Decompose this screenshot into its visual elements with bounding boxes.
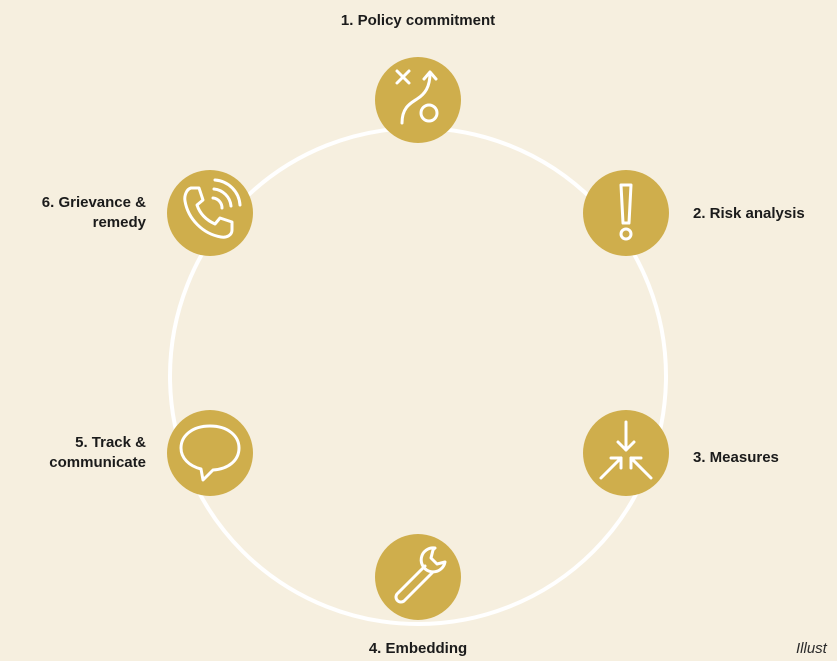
step-1-label: 1. Policy commitment	[340, 12, 496, 29]
converge-arrows-icon	[599, 420, 653, 480]
step-2-node	[583, 170, 669, 256]
step-6-label: 6. Grievance & remedy	[41, 194, 146, 231]
step-2-label: 2. Risk analysis	[693, 205, 805, 222]
step-5-label: 5. Track & communicate	[49, 434, 146, 471]
step-1-node	[375, 57, 461, 143]
wrench-icon	[394, 546, 447, 604]
illustration-credit: Illust	[796, 640, 827, 657]
strategy-icon	[395, 69, 439, 125]
step-3-node	[583, 410, 669, 496]
exclamation-icon	[619, 183, 633, 241]
step-4-node	[375, 534, 461, 620]
step-4-label: 4. Embedding	[368, 640, 468, 657]
phone-icon	[183, 178, 242, 239]
speech-bubble-icon	[179, 424, 241, 482]
step-5-node	[167, 410, 253, 496]
step-6-node	[167, 170, 253, 256]
step-3-label: 3. Measures	[693, 449, 779, 466]
